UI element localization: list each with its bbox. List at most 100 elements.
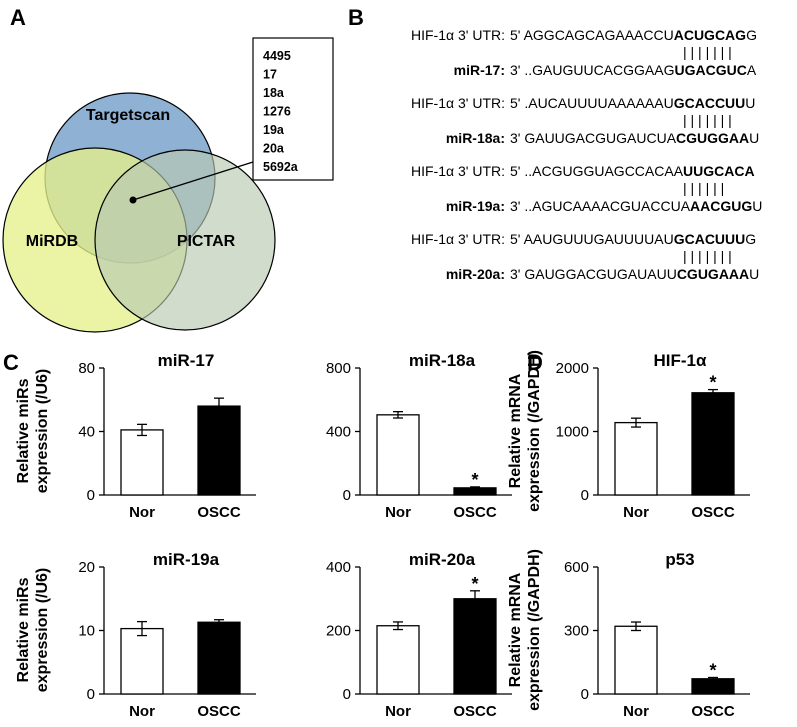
mirna-segment: 3' GAUGGACGUGAUAUU (510, 266, 677, 282)
utr-segment: 5' .AUCAUUUUAAAAAAU (510, 95, 674, 111)
svg-text:Relative mRNA: Relative mRNA (507, 572, 524, 687)
ylabel-c-bottom: Relative miRs expression (/U6) (15, 568, 51, 692)
bar-nor (120, 429, 164, 496)
category-label: Nor (385, 703, 411, 720)
y-tick-label: 0 (343, 686, 351, 703)
mirna-segment: U (749, 130, 759, 146)
utr-segment: U (745, 95, 755, 111)
utr-sequence: 5' ..ACGUGGUAGCCACAAUUGCACA (510, 163, 755, 179)
venn-label-mirdb: MiRDB (26, 233, 78, 250)
utr-label: HIF-1α 3' UTR: (411, 231, 505, 247)
svg-text:expression (/GAPDH): expression (/GAPDH) (526, 549, 543, 711)
chart-title: miR-18a (409, 351, 476, 370)
category-label: OSCC (453, 703, 497, 720)
mirna-segment: UGACGUC (674, 62, 746, 78)
utr-segment: 5' AAUGUUUGAUUUUAU (510, 231, 674, 247)
overlap-list-item: 17 (263, 68, 277, 82)
y-tick-label: 10 (78, 623, 95, 640)
utr-label: HIF-1α 3' UTR: (411, 163, 505, 179)
ylabel-c-top: Relative miRs expression (/U6) (15, 369, 51, 493)
pairing-bars: | | | | | | | (683, 248, 732, 264)
overlap-list-box (252, 37, 334, 181)
significance-star: * (709, 660, 716, 680)
venn-label-pictar: PICTAR (177, 233, 236, 250)
mirna-segment: CGUGGAA (676, 130, 749, 146)
y-tick-label: 20 (78, 559, 95, 576)
y-tick-label: 0 (87, 487, 95, 504)
panel-label-d: D (527, 350, 543, 375)
utr-segment: GCACCUU (674, 95, 746, 111)
y-tick-label: 1000 (556, 424, 589, 441)
utr-sequence: 5' AAUGUUUGAUUUUAUGCACUUUG (510, 231, 756, 247)
mirna-segment: CGUGAAA (677, 266, 749, 282)
y-tick-label: 400 (326, 559, 351, 576)
y-tick-label: 2000 (556, 360, 589, 377)
category-label: Nor (623, 703, 649, 720)
panel-label-c: C (3, 350, 19, 375)
mirna-segment: A (747, 62, 757, 78)
y-tick-label: 80 (78, 360, 95, 377)
alignment-block: HIF-1α 3' UTR: 5' AAUGUUUGAUUUUAUGCACUUUG… (411, 231, 759, 282)
utr-label: HIF-1α 3' UTR: (411, 27, 505, 43)
pairing-bars: | | | | | | | (683, 44, 732, 60)
category-label: Nor (385, 504, 411, 521)
svg-text:expression (/U6): expression (/U6) (34, 369, 51, 493)
mirna-segment: 3' ..AGUCAAAACGUACCUA (510, 198, 691, 214)
chart-title: p53 (665, 550, 694, 569)
utr-segment: GCACUUU (674, 231, 746, 247)
category-label: OSCC (691, 703, 735, 720)
utr-segment: G (745, 231, 756, 247)
bar-oscc (691, 392, 735, 496)
y-tick-label: 800 (326, 360, 351, 377)
panel-label-b: B (348, 5, 364, 30)
mirna-segment: U (749, 266, 759, 282)
mirna-label: miR-19a: (446, 198, 505, 214)
y-tick-label: 300 (564, 623, 589, 640)
category-label: OSCC (453, 504, 497, 521)
svg-text:Relative mRNA: Relative mRNA (507, 373, 524, 488)
venn-label-targetscan: Targetscan (86, 107, 170, 124)
y-tick-label: 0 (343, 487, 351, 504)
mirna-sequence: 3' GAUGGACGUGAUAUUCGUGAAAU (510, 266, 759, 282)
bar-oscc (691, 678, 735, 695)
alignment-block: HIF-1α 3' UTR:5' .AUCAUUUUAAAAAAUGCACCUU… (411, 95, 759, 146)
mirna-label: miR-18a: (446, 130, 505, 146)
category-label: Nor (623, 504, 649, 521)
category-label: OSCC (691, 504, 735, 521)
utr-segment: UUGCACA (683, 163, 755, 179)
utr-segment: 5' ..ACGUGGUAGCCACAA (510, 163, 684, 179)
y-tick-label: 400 (326, 424, 351, 441)
pairing-bars: | | | | | | (683, 180, 724, 196)
bar-nor (120, 627, 164, 695)
overlap-list-item: 5692a (263, 160, 299, 174)
alignment-block: HIF-1α 3' UTR: 5' AGGCAGCAGAAACCUACUGCAGG… (411, 27, 757, 78)
utr-segment: 5' (510, 27, 524, 43)
y-tick-label: 0 (87, 686, 95, 703)
mirna-label: miR-20a: (446, 266, 505, 282)
ylabel-d-bottom: Relative mRNA expression (/GAPDH) (507, 549, 543, 711)
mirna-segment: AACGUG (690, 198, 752, 214)
utr-sequence: 5' AGGCAGCAGAAACCUACUGCAGG (510, 27, 757, 43)
y-axis-labels: Relative miRs expression (/U6) Relative … (15, 350, 543, 711)
bar-oscc (453, 598, 497, 695)
venn-center-dot (129, 196, 137, 204)
significance-star: * (471, 574, 478, 594)
category-label: Nor (129, 504, 155, 521)
y-tick-label: 0 (581, 686, 589, 703)
svg-text:Relative miRs: Relative miRs (15, 378, 32, 483)
overlap-list-item: 4495 (263, 49, 291, 63)
y-tick-label: 40 (78, 424, 95, 441)
utr-sequence: 5' .AUCAUUUUAAAAAAUGCACCUUU (510, 95, 755, 111)
overlap-list-item: 18a (263, 86, 285, 100)
y-tick-label: 200 (326, 623, 351, 640)
category-label: Nor (129, 703, 155, 720)
mirna-segment: U (752, 198, 762, 214)
bar-nor (376, 414, 420, 496)
significance-star: * (471, 470, 478, 490)
chart-title: HIF-1α (654, 351, 708, 370)
